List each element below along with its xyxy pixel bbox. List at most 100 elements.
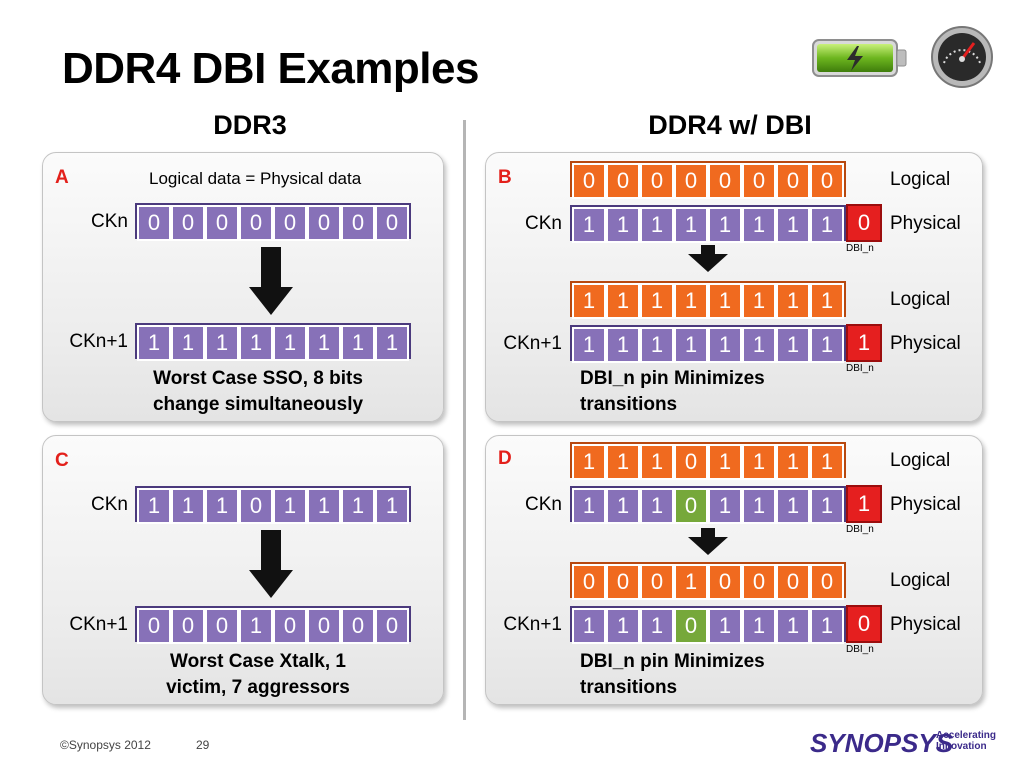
ckn-label: CKn [525,213,562,234]
bit-cell: 0 [776,163,810,199]
bit-cell: 0 [171,205,205,241]
bit-cell: 1 [375,488,409,524]
physical-label: Physical [890,213,961,234]
bit-cell: 0 [341,608,375,644]
synopsys-tagline: Accelerating Innovation [936,730,996,752]
caption-line: DBI_n pin Minimizes [580,368,765,389]
down-arrow-icon [688,245,728,272]
bit-cell: 1 [572,444,606,480]
logical-bit-row: 1 1 1 0 1 1 1 1 [570,442,846,480]
bit-cell: 1 [307,488,341,524]
bit-cell: 1 [742,444,776,480]
bit-cell: 0 [375,608,409,644]
panel-a-caption: Worst Case SSO, 8 bits change simultaneo… [103,366,413,418]
bit-cell: 0 [742,163,776,199]
bit-cell: 1 [640,608,674,644]
bit-cell: 0 [572,163,606,199]
logical-bit-row: 0 0 0 0 0 0 0 0 [570,161,846,199]
bit-cell: 1 [307,325,341,361]
bit-cell: 1 [137,325,171,361]
bit-cell: 0 [307,608,341,644]
caption-line: transitions [580,394,678,415]
panel-d-caption: DBI_n pin Minimizes transitions [580,649,880,701]
bit-cell: 1 [572,283,606,319]
panel-b: B 0 0 0 0 0 0 0 0 Logical CKn 1 1 1 1 1 … [485,152,983,422]
bit-cell: 0 [742,564,776,600]
physical-label: Physical [890,614,961,635]
panel-c: C CKn 1 1 1 0 1 1 1 1 CKn+1 0 0 0 1 0 0 … [42,435,444,705]
physical-bit-row: 1 1 1 0 1 1 1 1 [570,606,846,644]
bit-cell: 0 [307,205,341,241]
caption-line: change simultaneously [152,394,364,415]
bit-cell: 1 [742,608,776,644]
bit-cell: 1 [674,283,708,319]
copyright-text: ©Synopsys 2012 [60,738,151,752]
tagline-line: Innovation [936,741,987,752]
page-number: 29 [196,738,210,752]
panel-letter-b: B [498,167,512,188]
bit-cell: 1 [606,608,640,644]
logical-label: Logical [890,169,951,190]
bit-cell: 1 [205,488,239,524]
bit-cell: 1 [640,207,674,243]
dbi-bit-cell: 1 [846,485,882,523]
logical-label: Logical [890,570,951,591]
down-arrow-icon [249,530,293,598]
bit-cell: 1 [708,327,742,363]
bit-cell: 1 [674,564,708,600]
logical-bit-row: 0 0 0 1 0 0 0 0 [570,562,846,600]
bit-row: 1 1 1 0 1 1 1 1 [135,486,411,524]
bit-cell: 0 [674,444,708,480]
bit-cell: 0 [708,163,742,199]
panel-letter-a: A [55,167,69,188]
bit-cell: 0 [606,564,640,600]
bit-cell: 1 [810,444,844,480]
bit-cell: 1 [273,488,307,524]
bit-cell: 1 [708,608,742,644]
caption-line: DBI_n pin Minimizes [580,651,765,672]
bit-cell: 1 [572,488,606,524]
bit-cell: 0 [205,608,239,644]
bit-cell: 1 [640,327,674,363]
dbi-n-label: DBI_n [846,644,874,655]
bit-cell: 0 [810,564,844,600]
bit-cell: 1 [708,444,742,480]
panel-letter-d: D [498,448,512,469]
panel-a: A Logical data = Physical data CKn 0 0 0… [42,152,444,422]
ckn1-label: CKn+1 [503,614,562,635]
bit-cell: 1 [708,207,742,243]
physical-label: Physical [890,494,961,515]
panel-c-caption: Worst Case Xtalk, 1 victim, 7 aggressors [103,649,413,701]
physical-bit-row: 1 1 1 0 1 1 1 1 [570,486,846,524]
bit-cell: 0 [375,205,409,241]
slide-title: DDR4 DBI Examples [62,44,479,93]
caption-line: Worst Case SSO, 8 bits [153,368,363,389]
panel-b-caption: DBI_n pin Minimizes transitions [580,366,880,418]
ckn1-label: CKn+1 [69,331,128,352]
bit-cell: 0 [137,205,171,241]
bit-row: 0 0 0 0 0 0 0 0 [135,203,411,241]
bit-cell: 0 [205,205,239,241]
caption-line: Worst Case Xtalk, 1 [169,651,346,672]
column-divider [463,120,466,720]
bit-cell: 1 [137,488,171,524]
bit-cell: 0 [239,488,273,524]
bit-cell: 1 [776,444,810,480]
bit-cell: 1 [742,327,776,363]
bit-cell: 0 [708,564,742,600]
dbi-n-label: DBI_n [846,243,874,254]
bit-cell: 1 [810,207,844,243]
bit-cell: 1 [810,327,844,363]
bit-cell: 1 [708,488,742,524]
bit-cell: 1 [572,327,606,363]
battery-icon [812,39,907,77]
bit-cell: 1 [640,444,674,480]
ddr4-column-title: DDR4 w/ DBI [648,110,812,140]
bit-cell: 1 [776,608,810,644]
bit-cell: 1 [640,283,674,319]
logical-label: Logical [890,450,951,471]
bit-cell: 1 [171,488,205,524]
bit-cell: 1 [572,207,606,243]
bit-cell: 1 [606,444,640,480]
bit-cell: 0 [606,163,640,199]
